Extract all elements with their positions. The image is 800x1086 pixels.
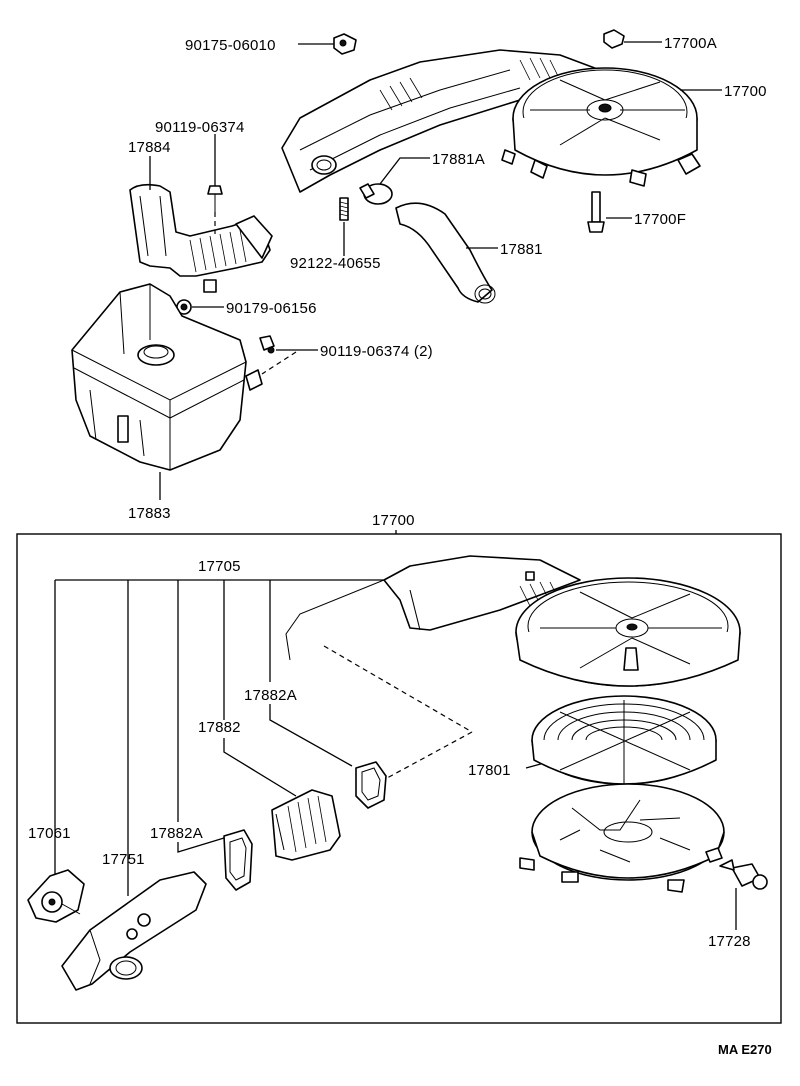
vacuum-motor-17061 — [27, 869, 85, 923]
label-17881: 17881 — [500, 241, 543, 258]
clip-90175 — [333, 33, 357, 55]
hose-17884-drawing — [129, 183, 273, 293]
label-17061: 17061 — [28, 825, 71, 842]
label-17881a: 17881A — [432, 151, 485, 168]
resonator-17883-drawing — [71, 283, 263, 471]
label-17705: 17705 — [198, 558, 241, 575]
label-17700a: 17700A — [664, 35, 717, 52]
label-17700-top: 17700 — [724, 83, 767, 100]
air-cleaner-body-drawing — [285, 555, 741, 687]
snorkel-17751 — [61, 871, 207, 991]
label-17700f: 17700F — [634, 211, 686, 228]
label-90119-06374-a: 90119-06374 — [155, 119, 245, 136]
bolt-90119-b — [259, 335, 275, 354]
label-17883: 17883 — [128, 505, 171, 522]
label-17882a-upper: 17882A — [244, 687, 297, 704]
air-cleaner-assembly-drawing — [281, 49, 701, 193]
bolt-17700f — [587, 191, 605, 233]
label-17882a-lower: 17882A — [150, 825, 203, 842]
label-17801: 17801 — [468, 762, 511, 779]
label-90175-06010: 90175-06010 — [185, 37, 276, 54]
gasket-17882a-lower — [223, 829, 253, 891]
label-17700-box: 17700 — [372, 512, 415, 529]
clip-17700a — [603, 29, 625, 49]
label-90119-06374-b: 90119-06374 (2) — [320, 343, 433, 360]
diagram-code: MA E270 — [718, 1042, 772, 1057]
label-17728: 17728 — [708, 933, 751, 950]
label-92122-40655: 92122-40655 — [290, 255, 381, 272]
lower-case-drawing — [519, 783, 725, 893]
label-17751: 17751 — [102, 851, 145, 868]
label-90179-06156: 90179-06156 — [226, 300, 317, 317]
clamp-17881a — [359, 183, 393, 205]
stud-92122 — [339, 197, 349, 221]
label-17882: 17882 — [198, 719, 241, 736]
valve-17728 — [719, 859, 768, 890]
assembly-box — [16, 533, 782, 1024]
label-17884: 17884 — [128, 139, 171, 156]
hose-17881-drawing — [395, 202, 496, 304]
duct-17882-drawing — [271, 789, 341, 861]
gasket-17882a-upper — [355, 761, 387, 809]
bolt-90119-a — [207, 185, 223, 212]
filter-element-17801 — [531, 695, 717, 785]
